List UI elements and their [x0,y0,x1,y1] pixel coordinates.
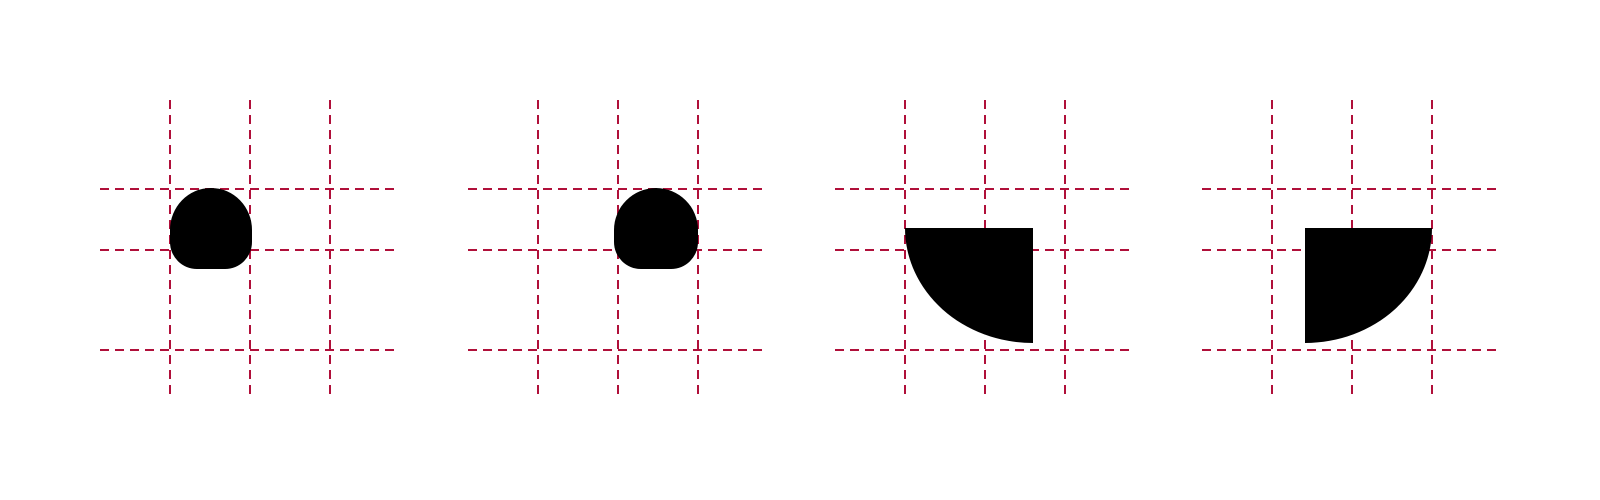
panel-4 [1202,100,1502,400]
panel-3 [835,100,1135,400]
quarter-ellipse-shape [905,228,1033,343]
rounded-shape [614,188,698,269]
panel-1 [100,100,400,400]
quarter-ellipse-shape [1305,228,1432,343]
panel-2 [468,100,768,400]
rounded-shape [170,187,252,269]
